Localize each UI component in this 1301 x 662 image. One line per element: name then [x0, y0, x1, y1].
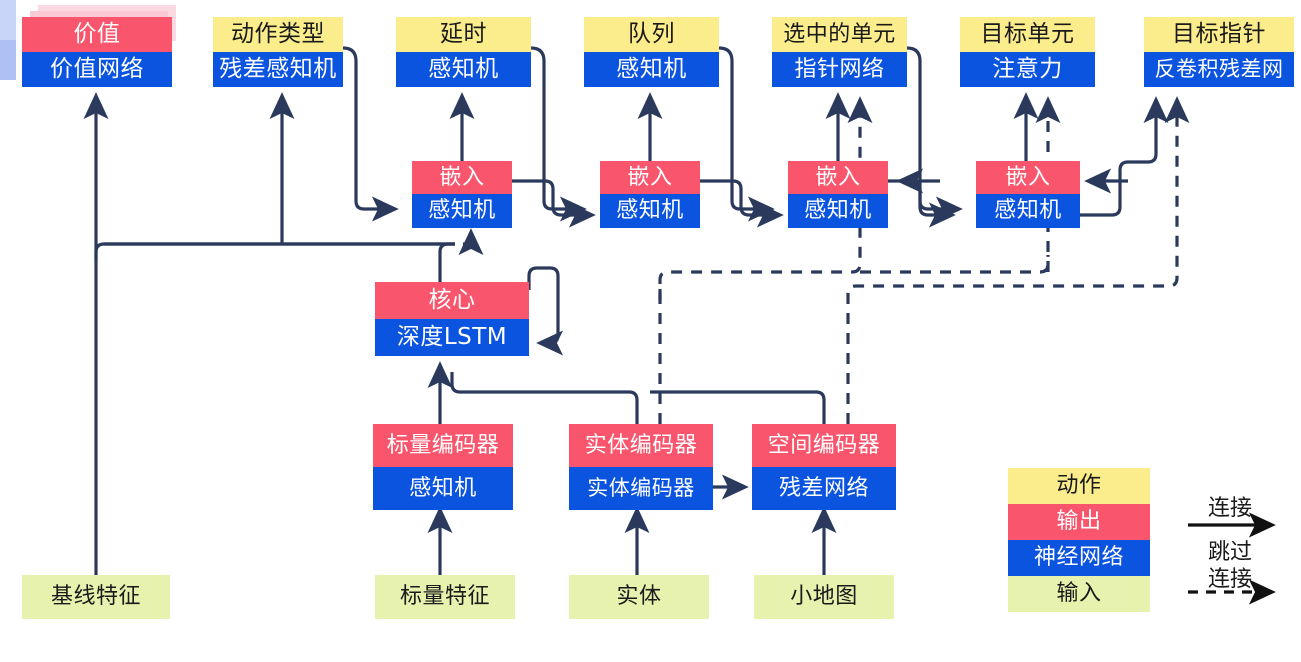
legend-swatch-action: 动作: [1008, 468, 1150, 504]
node-action-type-bottom: 残差感知机: [213, 52, 343, 87]
node-embed-4-top: 嵌入: [976, 161, 1080, 194]
node-embed-2-bottom: 感知机: [600, 194, 700, 228]
node-selected-units-top: 选中的单元: [772, 17, 907, 52]
node-entity-encoder-top: 实体编码器: [569, 424, 713, 467]
legend-connection-label: 连接: [1207, 496, 1252, 521]
node-spatial-encoder-bottom: 残差网络: [752, 467, 896, 510]
node-embed-3-bottom: 感知机: [788, 194, 888, 228]
node-embed-3-top: 嵌入: [788, 161, 888, 194]
legend-swatch-input: 输入: [1008, 576, 1150, 612]
node-entity-encoder-bottom: 实体编码器: [569, 467, 713, 510]
node-embed-2[interactable]: 嵌入 感知机: [600, 161, 700, 228]
node-scalar-encoder-top: 标量编码器: [373, 424, 513, 467]
node-queue-top: 队列: [584, 17, 719, 52]
node-queue-bottom: 感知机: [584, 52, 719, 87]
node-queue[interactable]: 队列 感知机: [584, 17, 719, 87]
input-minimap[interactable]: 小地图: [754, 575, 894, 619]
node-action-type-top: 动作类型: [213, 17, 343, 52]
input-scalar-features[interactable]: 标量特征: [375, 575, 515, 619]
node-core-bottom: 深度LSTM: [375, 319, 529, 356]
node-target-point[interactable]: 目标指针 反卷积残差网: [1144, 17, 1294, 87]
input-scalar-features-label: 标量特征: [375, 575, 515, 619]
node-target-point-top: 目标指针: [1144, 17, 1294, 52]
node-target-point-bottom: 反卷积残差网: [1144, 52, 1294, 87]
node-embed-4-bottom: 感知机: [976, 194, 1080, 228]
node-action-type[interactable]: 动作类型 残差感知机: [213, 17, 343, 87]
node-target-unit-top: 目标单元: [960, 17, 1095, 52]
node-delay[interactable]: 延时 感知机: [396, 17, 531, 87]
node-delay-top: 延时: [396, 17, 531, 52]
node-spatial-encoder-top: 空间编码器: [752, 424, 896, 467]
value-stack-shadow-back-lower: [0, 0, 16, 40]
node-selected-units[interactable]: 选中的单元 指针网络: [772, 17, 907, 87]
input-baseline-features[interactable]: 基线特征: [22, 575, 170, 619]
input-baseline-features-label: 基线特征: [22, 575, 170, 619]
value-stack-shadow-front-lower: [0, 40, 16, 80]
node-value-top: 价值: [22, 17, 172, 52]
legend-swatch-network: 神经网络: [1008, 540, 1150, 576]
node-target-unit-bottom: 注意力: [960, 52, 1095, 87]
node-embed-4[interactable]: 嵌入 感知机: [976, 161, 1080, 228]
node-embed-2-top: 嵌入: [600, 161, 700, 194]
node-core[interactable]: 核心 深度LSTM: [375, 282, 529, 356]
node-scalar-encoder[interactable]: 标量编码器 感知机: [373, 424, 513, 510]
node-target-unit[interactable]: 目标单元 注意力: [960, 17, 1095, 87]
node-embed-3[interactable]: 嵌入 感知机: [788, 161, 888, 228]
node-value-bottom: 价值网络: [22, 52, 172, 87]
node-value[interactable]: 价值 价值网络: [22, 17, 172, 87]
node-embed-1-top: 嵌入: [412, 161, 512, 194]
node-selected-units-bottom: 指针网络: [772, 52, 907, 87]
legend-skip-label-line2: 连接: [1207, 567, 1252, 592]
node-embed-1[interactable]: 嵌入 感知机: [412, 161, 512, 228]
node-core-top: 核心: [375, 282, 529, 319]
node-scalar-encoder-bottom: 感知机: [373, 467, 513, 510]
legend-skip-label-line1: 跳过: [1207, 540, 1252, 565]
legend-swatch-output: 输出: [1008, 504, 1150, 540]
legend-swatches: 动作 输出 神经网络 输入: [1008, 468, 1150, 612]
input-entities[interactable]: 实体: [569, 575, 709, 619]
node-spatial-encoder[interactable]: 空间编码器 残差网络: [752, 424, 896, 510]
input-minimap-label: 小地图: [754, 575, 894, 619]
node-entity-encoder[interactable]: 实体编码器 实体编码器: [569, 424, 713, 510]
node-delay-bottom: 感知机: [396, 52, 531, 87]
input-entities-label: 实体: [569, 575, 709, 619]
node-embed-1-bottom: 感知机: [412, 194, 512, 228]
